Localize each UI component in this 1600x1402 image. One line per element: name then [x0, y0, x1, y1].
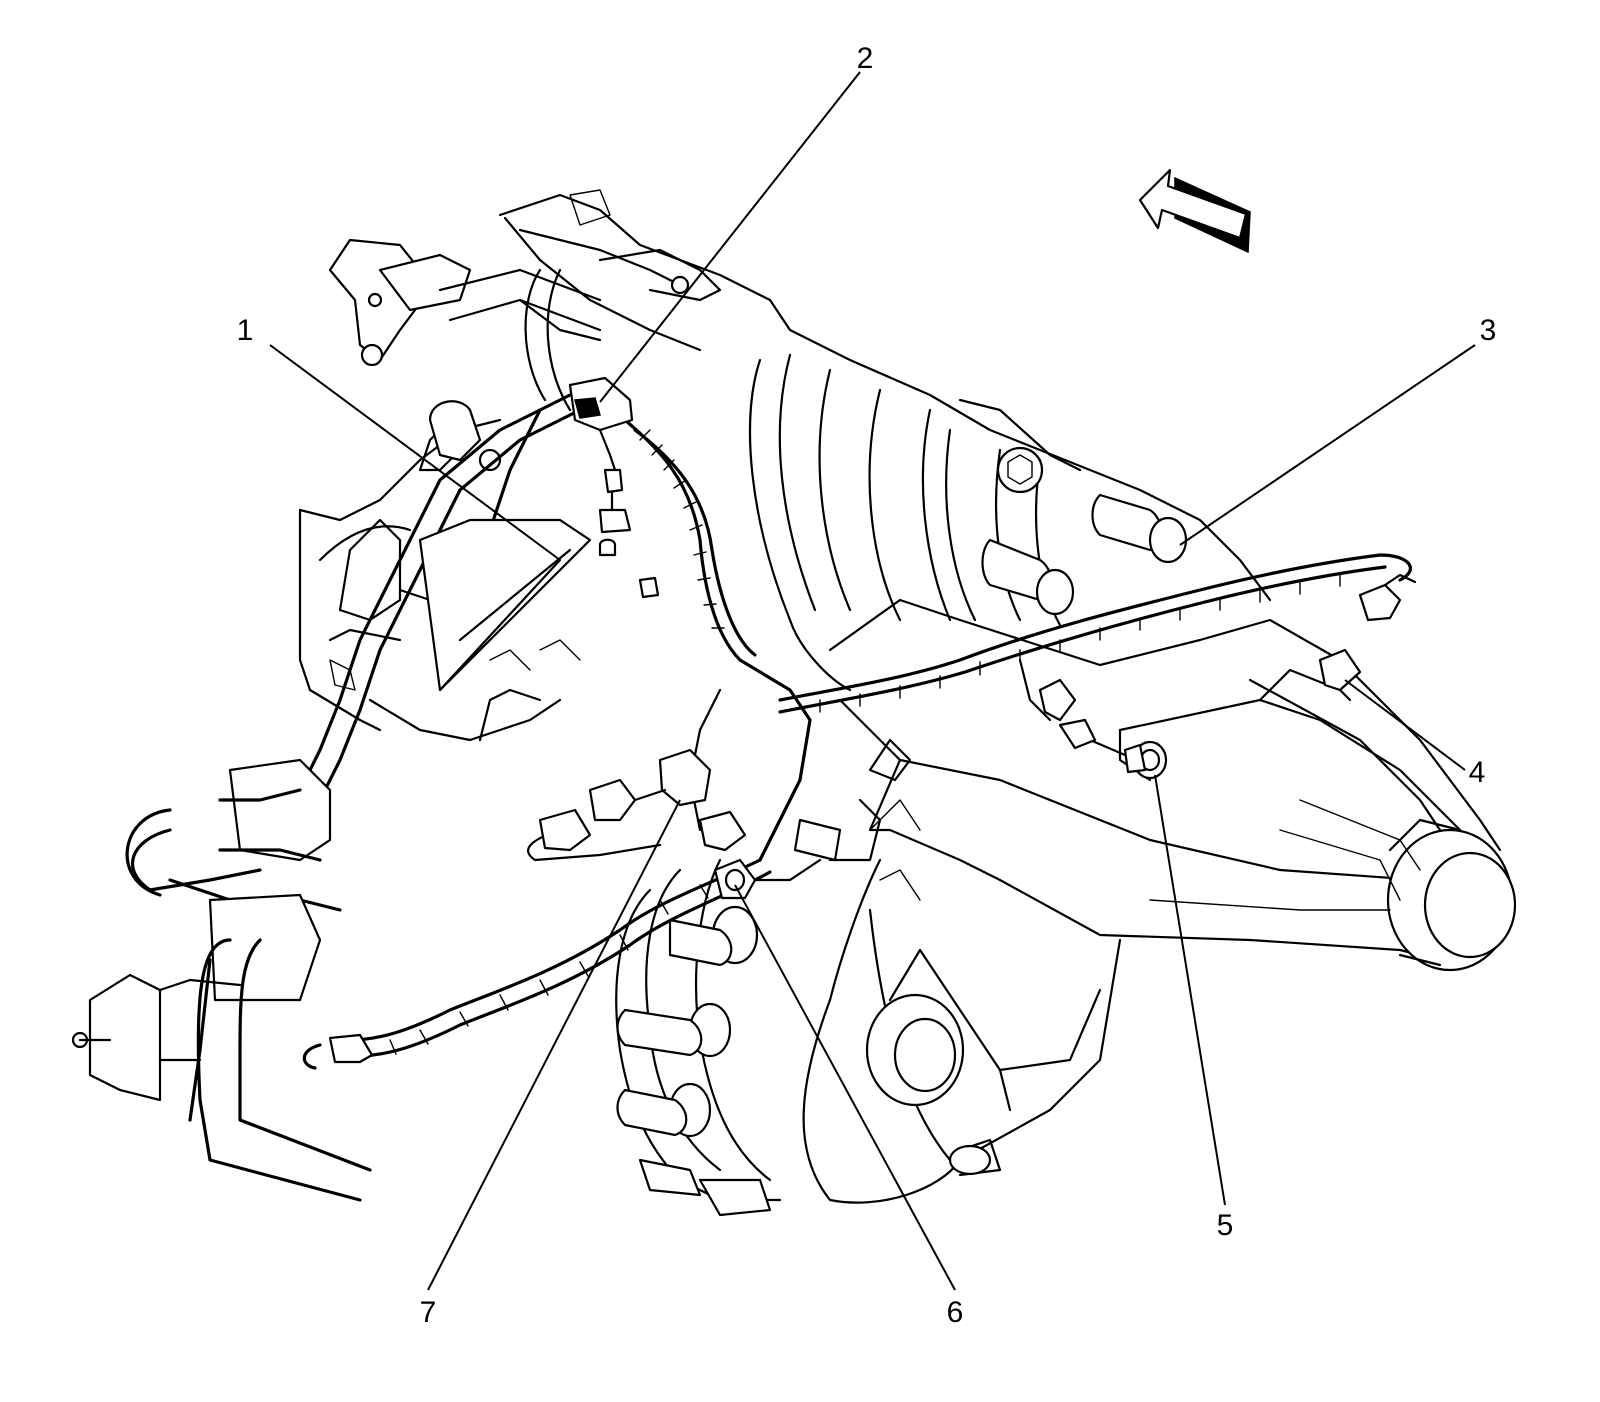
wiring-harness	[302, 418, 1412, 1070]
callout-6: 6	[947, 1296, 964, 1329]
transmission-case	[498, 189, 1272, 692]
leader-line-3	[1179, 344, 1476, 546]
leader-line-1	[269, 344, 561, 561]
leader-line-6	[734, 884, 956, 1291]
mount-bracket	[328, 238, 602, 367]
callout-2: 2	[857, 42, 874, 75]
sensor-connector-right	[1318, 648, 1362, 702]
cooler-lines	[71, 298, 602, 1202]
engine-block-rear	[298, 400, 581, 742]
vehicle-speed-sensor	[713, 858, 822, 900]
callout-1: 1	[237, 314, 254, 347]
front-direction-arrow-icon	[1138, 168, 1251, 254]
output-speed-sensor	[1358, 573, 1417, 622]
leader-line-2	[599, 71, 861, 403]
transfer-case-sensor	[1058, 718, 1168, 780]
callouts: 1 2 3 4 5 6 7	[237, 42, 1497, 1329]
callout-7: 7	[420, 1296, 437, 1329]
callout-3: 3	[1480, 314, 1497, 347]
leader-line-4	[1344, 679, 1466, 771]
harness-connector	[538, 748, 747, 852]
transfer-case-front-housing	[615, 738, 912, 1217]
leader-line-5	[1154, 774, 1226, 1206]
callout-4: 4	[1469, 756, 1486, 789]
shift-position-switch	[568, 376, 660, 599]
callout-5: 5	[1217, 1209, 1234, 1242]
transfer-case	[802, 598, 1517, 1204]
leader-lines	[269, 71, 1476, 1291]
drain-plug-icon	[996, 446, 1044, 494]
leader-line-7	[427, 799, 681, 1291]
